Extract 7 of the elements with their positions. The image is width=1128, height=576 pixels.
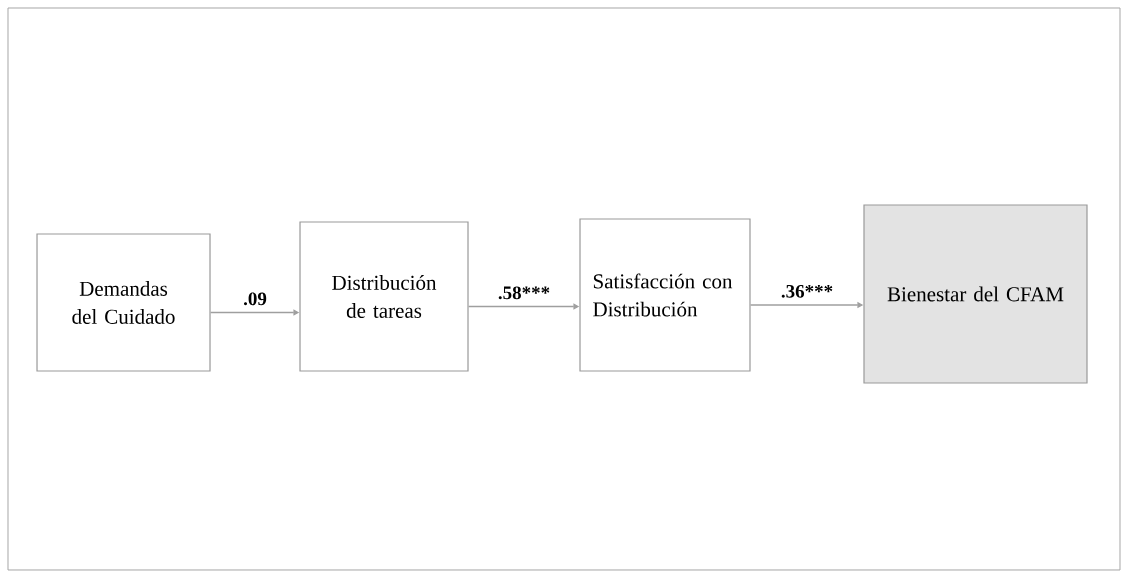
edge-label: .58***: [498, 286, 550, 300]
box: Distribución de tareas: [299, 221, 469, 372]
box: Demandas del Cuidado: [36, 233, 211, 372]
box: Satisfacción con Distribución: [579, 218, 751, 372]
edge-label: .36***: [781, 284, 833, 298]
edge-label: .09: [243, 292, 267, 306]
box: Bienestar del CFAM: [863, 204, 1088, 384]
